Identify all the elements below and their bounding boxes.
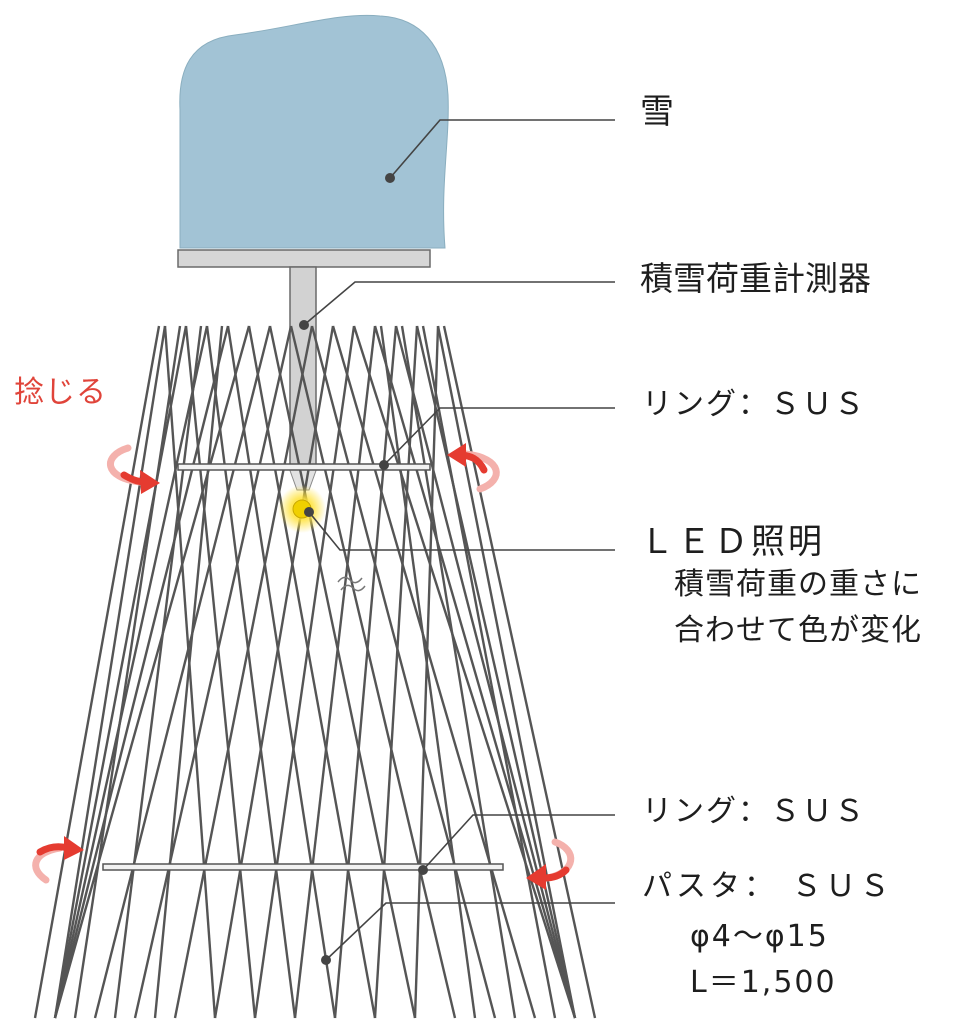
pasta-rod-5 [53,325,209,1019]
pasta-rod-23 [333,325,398,1019]
leader-dots [299,173,428,965]
label-pasta-diameter: φ4～φ15 [690,919,829,954]
pasta-rod-25 [373,325,419,1019]
twist-arrows [32,443,575,890]
squiggle-mark [337,576,366,592]
twist-arrow-top-left [107,444,160,494]
label-twist: 捻じる [14,375,107,410]
leader-pasta [325,902,615,961]
label-pasta-length: L＝1,500 [690,965,837,1000]
leader-led [308,511,615,551]
label-led-note-1: 積雪荷重の重さに [674,567,922,602]
pasta-rod-15 [173,325,314,1019]
leader-ring-bottom [422,814,615,871]
pasta-rod-31 [421,325,557,1019]
pasta-rod-13 [133,325,293,1019]
pasta-rod-30 [73,325,182,1019]
ring-top [177,463,431,471]
pasta-rod-22 [394,325,577,1019]
leader-ring-top [383,407,615,466]
twist-arrow-top-right [447,443,500,493]
label-ring-bottom: リング：ＳＵＳ [642,794,866,829]
label-led: ＬＥＤ照明 [640,522,825,562]
pasta-rod-34 [153,325,224,1019]
pasta-rod-3 [53,325,188,1019]
ring-bottom [102,863,504,871]
pasta-rod-1 [53,325,167,1019]
pasta-rod-21 [293,325,377,1019]
label-snow-load-meter: 積雪荷重計測器 [640,259,871,298]
pasta-rod-17 [213,325,335,1019]
pasta-rod-11 [93,325,272,1019]
leader-snow [389,119,615,179]
pasta-rod-20 [373,325,577,1019]
pasta-rod-6 [226,325,337,1019]
snow-mass [179,14,449,249]
label-ring-top: リング：ＳＵＳ [642,387,866,422]
label-snow: 雪 [640,92,674,132]
load-plate [177,249,431,268]
pasta-rod-2 [184,325,257,1019]
pasta-rod-19 [253,325,356,1019]
leader-lines [303,119,615,961]
twist-arrow-bottom-left [32,836,84,884]
pasta-rod-8 [247,325,377,1019]
label-led-note-2: 合わせて色が変化 [674,613,922,648]
pasta-rod-9 [53,325,251,1019]
pasta-rod-0 [163,325,217,1019]
pasta-rod-28 [33,325,161,1019]
pasta-rod-4 [205,325,297,1019]
pasta-rod-lattice [33,325,597,1019]
label-pasta: パスタ： ＳＵＳ [642,869,894,904]
pasta-rod-7 [53,325,230,1019]
pasta-rod-24 [415,325,577,1019]
twist-arrow-bottom-right [526,838,575,890]
leader-meter [303,281,615,326]
pasta-rod-32 [113,325,203,1019]
